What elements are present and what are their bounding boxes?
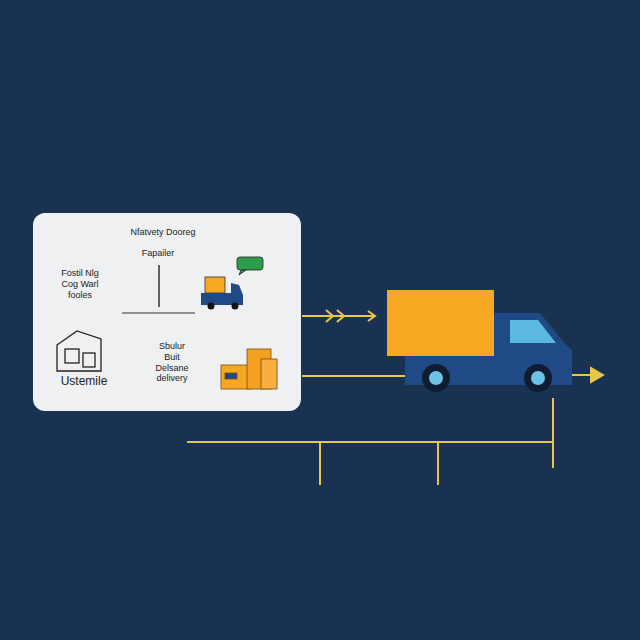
panel-label: Fapailer [128,248,188,259]
delivery-truck [387,290,572,392]
warehouse-icon [57,331,101,371]
speech-bubble [237,257,263,275]
panel-label: Fostil Nlg Cog Warl fooles [53,268,107,300]
boxes [221,349,277,389]
small-truck [201,277,243,310]
panel-label: Sbulur Buit Delsane delivery [151,341,193,384]
panel-label: Ustemile [49,374,119,388]
panel-label: Nfatvety Dooreg [103,227,223,238]
info-panel: Nfatvety DooregFapailerFostil Nlg Cog Wa… [33,213,301,411]
